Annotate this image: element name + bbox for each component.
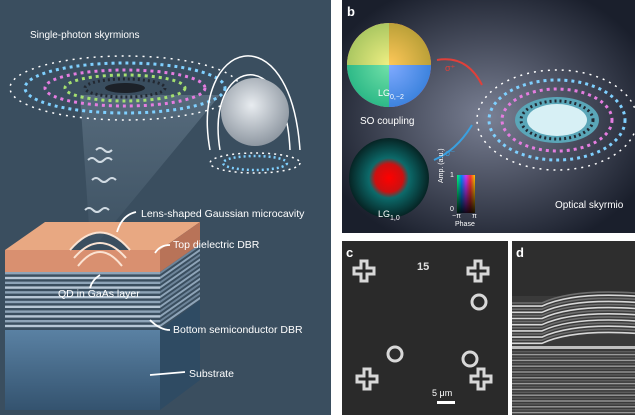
panel-d-illustration — [512, 241, 635, 414]
amp-min-label: 0 — [450, 206, 454, 213]
marker-number: 15 — [417, 261, 430, 273]
lens-circle-2 — [386, 345, 404, 363]
skyrmion-sphere — [206, 55, 301, 174]
phase-axis-label: Phase — [455, 221, 475, 228]
lens-circle-3 — [461, 350, 479, 368]
flat-dbr-layers — [512, 351, 635, 414]
sigma-plus-label: σ⁺ — [445, 63, 456, 73]
scale-bar-label: 5 μm — [432, 388, 453, 398]
phase-min-label: −π — [452, 213, 461, 220]
top-dbr-label: Top dielectric DBR — [173, 239, 260, 251]
alignment-cross-top-right — [466, 259, 490, 283]
alignment-cross-top-left — [352, 259, 376, 283]
optical-skyrmion-ring — [476, 69, 635, 171]
so-coupling-label: SO coupling — [360, 116, 415, 127]
lg-bottom-label: LG1,0 — [378, 209, 400, 222]
panel-d-letter: d — [516, 245, 524, 260]
panel-d-cross-section: d — [512, 241, 635, 415]
emission-beam — [80, 95, 220, 240]
curved-dbr-layers — [512, 291, 635, 345]
panel-a-illustration — [5, 55, 301, 410]
lens-circle-1 — [470, 293, 488, 311]
sigma-plus-arrow — [436, 58, 483, 86]
panel-c-illustration — [352, 259, 493, 404]
label-arrows — [89, 211, 186, 376]
lg-0-minus2-mode — [347, 23, 431, 107]
panel-a-device-schematic: Single-photon skyrmions Lens-shaped Gaus… — [0, 0, 331, 415]
microcavity-device — [5, 222, 200, 410]
alignment-cross-bottom-right — [469, 367, 493, 391]
amp-max-label: 1 — [450, 172, 454, 179]
panel-c-letter: c — [346, 245, 354, 260]
panel-c-microscope-image: c 15 5 μm — [342, 241, 508, 415]
qd-label: QD in GaAs layer — [58, 288, 140, 300]
phase-max-label: π — [472, 213, 477, 220]
sigma-minus-arrow — [433, 124, 473, 161]
microcavity-label: Lens-shaped Gaussian microcavity — [141, 208, 305, 220]
skyrmions-title: Single-photon skyrmions — [30, 30, 140, 41]
sigma-minus-label: σ⁻ — [445, 148, 456, 158]
alignment-cross-bottom-left — [355, 367, 379, 391]
panel-b-illustration — [342, 0, 635, 233]
scale-bar — [437, 401, 455, 404]
lg-top-label: LG0,−2 — [378, 88, 404, 101]
bottom-dbr-label: Bottom semiconductor DBR — [173, 324, 303, 336]
skyrmion-ring-left — [9, 55, 241, 121]
substrate-label: Substrate — [189, 368, 234, 380]
panel-b-letter: b — [347, 4, 355, 19]
panel-b-optical-skyrmion: b LG0,−2 SO coupling LG1,0 σ⁺ σ⁻ Amp. (a… — [342, 0, 635, 233]
lg-1-0-mode — [349, 138, 429, 218]
optical-skyrmion-label: Optical skyrmio — [555, 200, 624, 211]
amp-axis-label: Amp. (a.u.) — [438, 148, 445, 183]
photon-wavepackets — [84, 147, 117, 213]
